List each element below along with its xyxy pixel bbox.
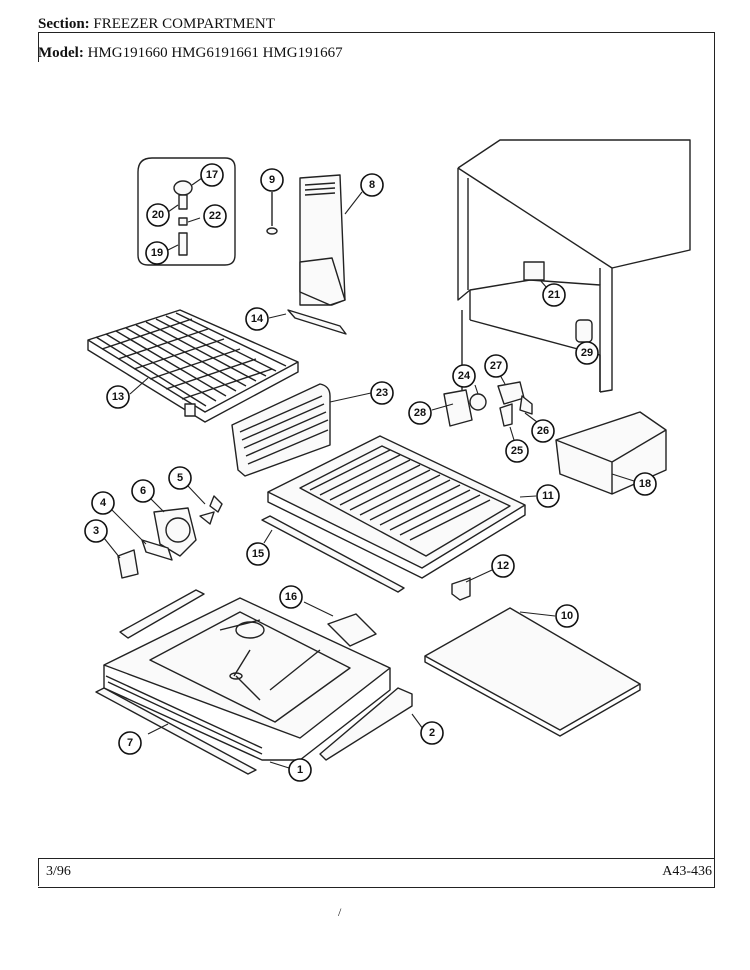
callout-28: 28	[408, 401, 432, 425]
model-value: HMG191660 HMG6191661 HMG191667	[87, 45, 343, 61]
callout-1: 1	[288, 758, 312, 782]
part-grille	[231, 383, 372, 477]
callout-16: 16	[279, 585, 303, 609]
callout-6: 6	[131, 479, 155, 503]
svg-text:2: 2	[429, 727, 435, 739]
svg-text:26: 26	[537, 425, 549, 437]
part-drain-pan	[103, 597, 391, 761]
callout-29: 29	[575, 341, 599, 365]
part-pad	[303, 601, 377, 647]
svg-text:16: 16	[285, 591, 297, 603]
svg-text:27: 27	[490, 360, 502, 372]
part-bracket	[268, 309, 347, 335]
callout-20: 20	[146, 203, 170, 227]
part-strips	[95, 589, 424, 775]
part-ice-bin	[555, 411, 667, 495]
svg-text:8: 8	[369, 179, 375, 191]
section-label: Section:	[38, 16, 90, 32]
part-front-trim	[261, 515, 405, 593]
callout-24: 24	[452, 364, 476, 388]
svg-text:28: 28	[414, 407, 426, 419]
callout-10: 10	[555, 604, 579, 628]
callout-27: 27	[484, 354, 508, 378]
callout-5: 5	[168, 466, 192, 490]
stray-mark: /	[338, 905, 342, 919]
frame-left-edge-top	[38, 32, 39, 62]
diagram-frame	[38, 32, 715, 888]
footer-date: 3/96	[46, 864, 71, 879]
svg-text:12: 12	[497, 560, 509, 572]
footer-code: A43-436	[662, 864, 712, 879]
model-label: Model:	[38, 45, 84, 61]
svg-text:6: 6	[140, 485, 146, 497]
section-value: FREEZER COMPARTMENT	[93, 16, 275, 32]
part-air-duct	[299, 174, 363, 306]
svg-text:15: 15	[252, 548, 264, 560]
detail-inset	[137, 157, 236, 266]
callout-25: 25	[505, 439, 529, 463]
callout-4: 4	[91, 491, 115, 515]
svg-text:29: 29	[581, 347, 593, 359]
svg-text:18: 18	[639, 478, 651, 490]
svg-text:7: 7	[127, 737, 133, 749]
svg-text:1: 1	[297, 764, 303, 776]
part-light-assembly	[431, 374, 538, 441]
callout-26: 26	[531, 419, 555, 443]
callout-19: 19	[145, 241, 169, 265]
model-heading: Model: HMG191660 HMG6191661 HMG191667	[38, 45, 343, 62]
callout-11: 11	[536, 484, 560, 508]
svg-text:21: 21	[548, 289, 560, 301]
svg-text:13: 13	[112, 391, 124, 403]
callout-12: 12	[491, 554, 515, 578]
callout-13: 13	[106, 385, 130, 409]
frame-left-edge-bottom	[38, 858, 39, 886]
callout-15: 15	[246, 542, 270, 566]
svg-text:20: 20	[152, 209, 164, 221]
callout-7: 7	[118, 731, 142, 755]
part-fan-assembly	[103, 485, 223, 579]
callout-9: 9	[260, 168, 284, 192]
svg-text:4: 4	[100, 497, 107, 509]
svg-text:3: 3	[93, 525, 99, 537]
section-heading: Section: FREEZER COMPARTMENT	[38, 16, 275, 33]
part-wire-shelf	[87, 309, 299, 423]
part-screw	[266, 192, 278, 235]
svg-text:11: 11	[542, 490, 554, 502]
callout-22: 22	[203, 204, 227, 228]
callout-14: 14	[245, 307, 269, 331]
svg-text:23: 23	[376, 387, 388, 399]
svg-text:5: 5	[177, 472, 183, 484]
part-panel	[424, 607, 641, 737]
svg-text:25: 25	[511, 445, 523, 457]
callout-18: 18	[633, 472, 657, 496]
svg-text:10: 10	[561, 610, 573, 622]
svg-text:22: 22	[209, 210, 221, 222]
part-glass-shelf	[267, 435, 537, 579]
callout-2: 2	[420, 721, 444, 745]
svg-text:19: 19	[151, 247, 163, 259]
svg-text:14: 14	[251, 313, 264, 325]
cabinet-liner	[457, 139, 691, 393]
callout-3: 3	[84, 519, 108, 543]
callout-8: 8	[360, 173, 384, 197]
svg-text:17: 17	[206, 169, 218, 181]
svg-text:24: 24	[458, 370, 471, 382]
footer-divider	[38, 858, 714, 859]
callout-23: 23	[370, 381, 394, 405]
callout-17: 17	[200, 163, 224, 187]
part-clip	[451, 569, 493, 601]
callout-21: 21	[542, 283, 566, 307]
svg-text:9: 9	[269, 174, 275, 186]
